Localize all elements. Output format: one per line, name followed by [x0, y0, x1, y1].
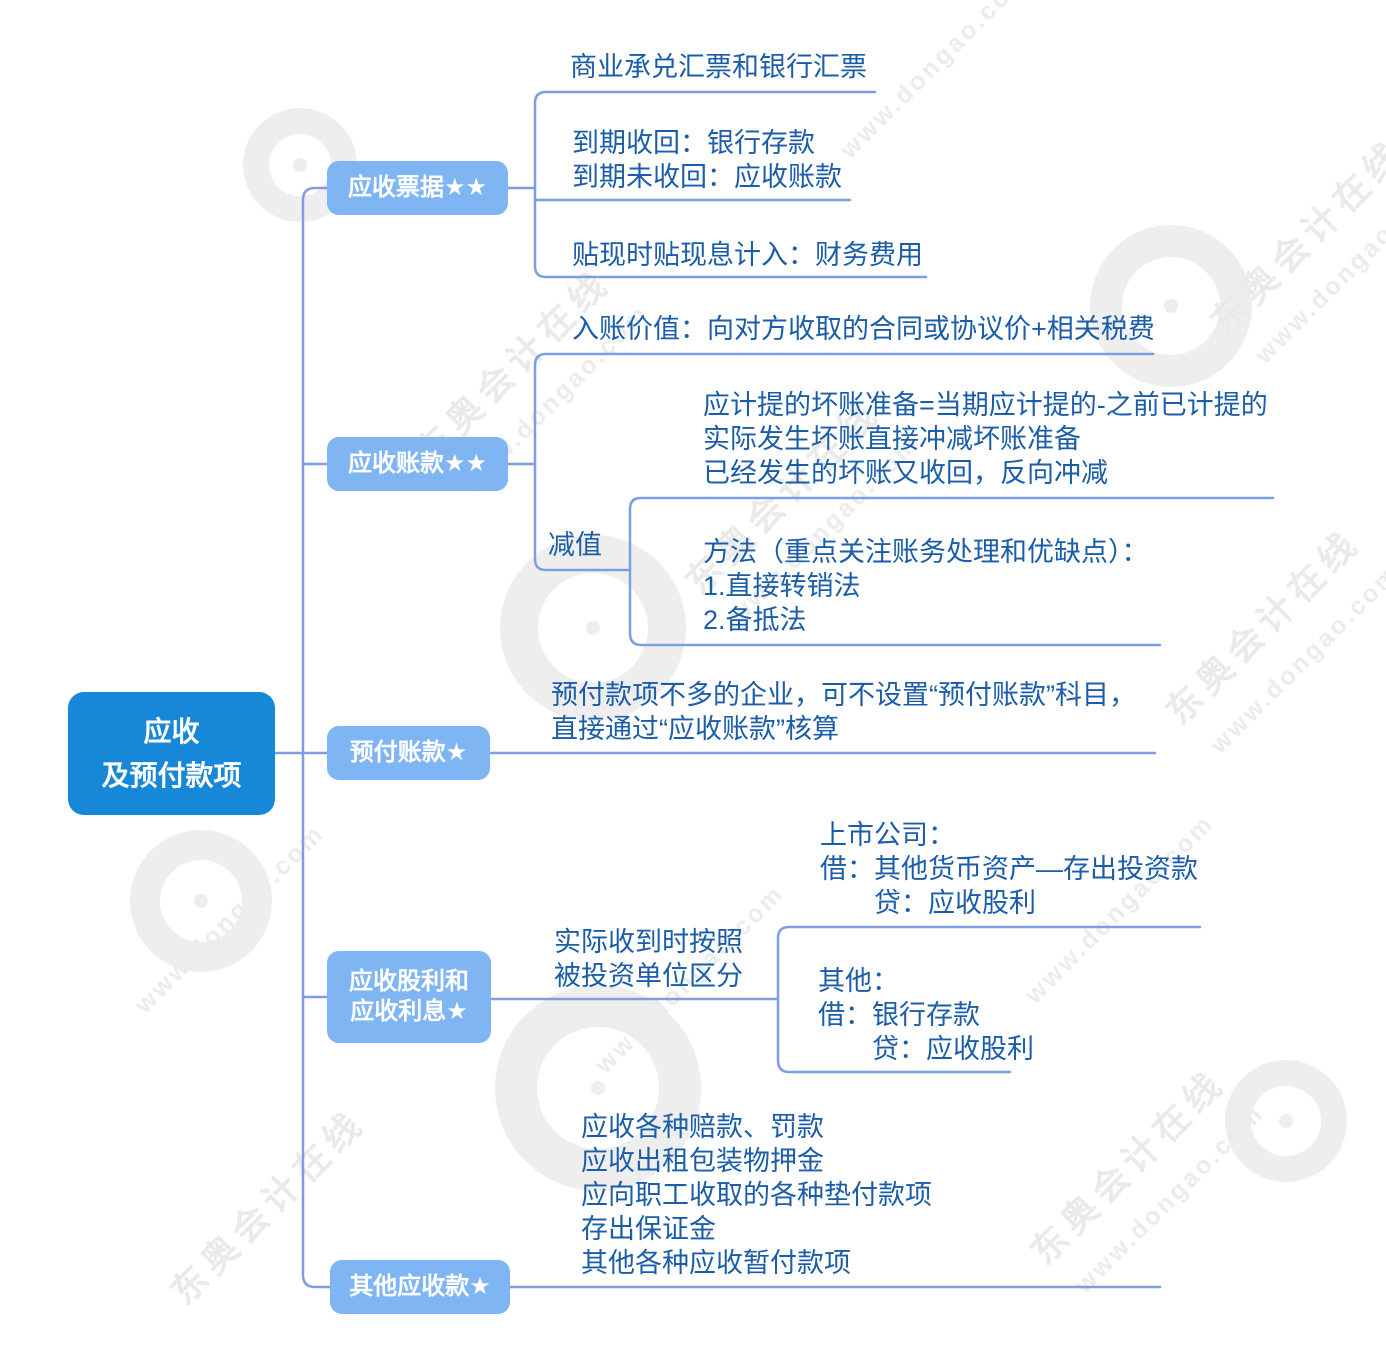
- leaf-bad-debt-provision-rules[interactable]: 应计提的坏账准备=当期应计提的-之前已计提的 实际发生坏账直接冲减坏账准备 已经…: [703, 390, 1268, 488]
- root-node-receivables-and-prepayments[interactable]: 应收 及预付款项: [68, 692, 275, 815]
- branch-node-other-receivables[interactable]: 其他应收款★: [330, 1260, 510, 1314]
- leaf-impairment-methods[interactable]: 方法（重点关注账务处理和优缺点）： 1.直接转销法 2.备抵法: [703, 537, 1149, 635]
- leaf-recorded-value[interactable]: 入账价值：向对方收取的合同或协议价+相关税费: [572, 314, 1155, 344]
- edge-impairment-rail: [628, 496, 1275, 647]
- leaf-other-receivables-list[interactable]: 应收各种赔款、罚款 应收出租包装物押金 应向职工收取的各种垫付款项 存出保证金 …: [581, 1112, 932, 1278]
- leaf-discount-interest-expense[interactable]: 贴现时贴现息计入：财务费用: [572, 240, 923, 270]
- leaf-maturity-collection-entries[interactable]: 到期收回：银行存款 到期未收回：应收账款: [572, 128, 842, 192]
- branch-node-label: 预付账款★: [349, 739, 468, 766]
- edge-main-spine: [301, 186, 334, 1289]
- branch-node-notes-receivable[interactable]: 应收票据★★: [327, 161, 508, 215]
- branch-node-label: 应收股利和 应收利息★: [349, 968, 469, 1025]
- branch-node-prepaid-accounts[interactable]: 预付账款★: [327, 726, 490, 780]
- branch-node-label: 其他应收款★: [349, 1273, 491, 1300]
- branch-node-accounts-receivable[interactable]: 应收账款★★: [327, 437, 508, 491]
- branch-node-dividends-interest-receivable[interactable]: 应收股利和 应收利息★: [327, 951, 491, 1043]
- root-node-label: 应收 及预付款项: [101, 715, 242, 791]
- leaf-commercial-and-bank-acceptance-bills[interactable]: 商业承兑汇票和银行汇票: [570, 52, 867, 82]
- branch-node-label: 应收票据★★: [347, 174, 488, 201]
- branch-node-label: 应收账款★★: [347, 450, 488, 477]
- leaf-other-company-entry[interactable]: 其他： 借：银行存款 贷：应收股利: [818, 966, 1034, 1064]
- leaf-receipt-by-investee-type[interactable]: 实际收到时按照 被投资单位区分: [554, 927, 743, 991]
- edge-branch1-rail: [533, 90, 928, 279]
- leaf-impairment[interactable]: 减值: [548, 530, 602, 560]
- leaf-listed-company-entry[interactable]: 上市公司： 借：其他货币资产—存出投资款 贷：应收股利: [820, 820, 1198, 918]
- edge-branch4-rail: [776, 925, 1202, 1074]
- leaf-prepaid-account-note[interactable]: 预付款项不多的企业，可不设置“预付账款”科目， 直接通过“应收账款”核算: [551, 680, 1136, 744]
- edge-branch2-rail: [533, 352, 1155, 572]
